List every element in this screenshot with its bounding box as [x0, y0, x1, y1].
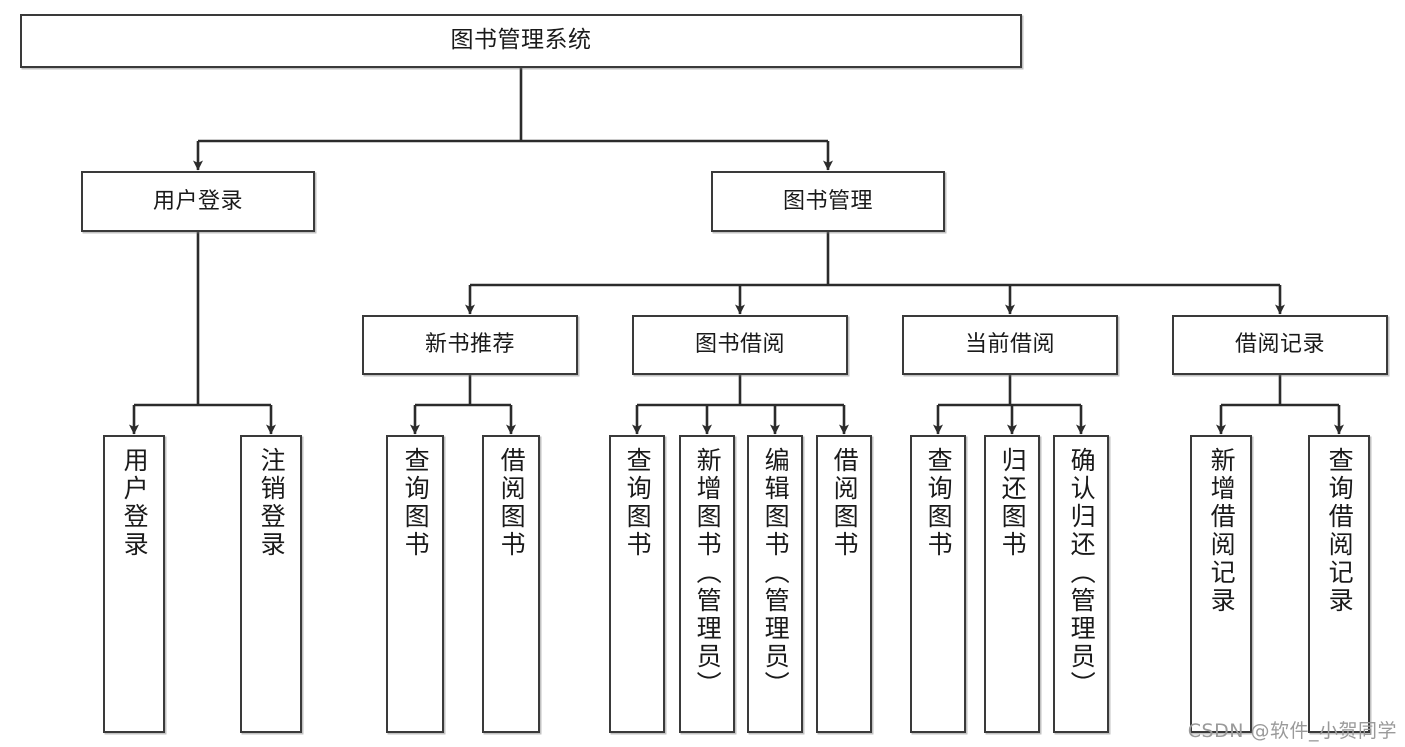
node-label: 新书推荐 — [424, 332, 515, 358]
node-l-return[interactable]: 归还图书 — [984, 435, 1040, 733]
node-label: 图书借阅 — [694, 332, 785, 358]
node-label: 新增借阅记录 — [1207, 447, 1237, 615]
node-label: 确认归还（管理员） — [1067, 447, 1097, 699]
node-borrow[interactable]: 图书借阅 — [632, 315, 848, 375]
node-records[interactable]: 借阅记录 — [1172, 315, 1388, 375]
node-l-login[interactable]: 用户登录 — [103, 435, 165, 733]
node-label: 编辑图书（管理员） — [761, 447, 791, 699]
node-label: 当前借阅 — [964, 332, 1055, 358]
node-newbook[interactable]: 新书推荐 — [362, 315, 578, 375]
node-l-queryrec[interactable]: 查询借阅记录 — [1308, 435, 1370, 733]
node-label: 借阅图书 — [830, 447, 860, 559]
node-label: 用户登录 — [120, 447, 150, 559]
node-l-borrow1[interactable]: 借阅图书 — [482, 435, 540, 733]
node-l-edit[interactable]: 编辑图书（管理员） — [747, 435, 803, 733]
node-label: 查询图书 — [623, 447, 653, 559]
node-label: 查询图书 — [401, 447, 431, 559]
node-login[interactable]: 用户登录 — [81, 171, 315, 232]
node-l-borrow2[interactable]: 借阅图书 — [816, 435, 872, 733]
node-l-logout[interactable]: 注销登录 — [240, 435, 302, 733]
node-l-query1[interactable]: 查询图书 — [386, 435, 444, 733]
node-label: 借阅记录 — [1234, 332, 1325, 358]
node-label: 查询图书 — [924, 447, 954, 559]
node-label: 图书管理系统 — [450, 27, 592, 54]
node-l-query3[interactable]: 查询图书 — [910, 435, 966, 733]
csdn-watermark: CSDN @软件_小贺同学 — [1187, 720, 1397, 742]
node-label: 用户登录 — [152, 188, 243, 214]
node-root[interactable]: 图书管理系统 — [20, 14, 1022, 68]
node-l-confirm[interactable]: 确认归还（管理员） — [1053, 435, 1109, 733]
node-l-add[interactable]: 新增图书（管理员） — [679, 435, 735, 733]
node-label: 借阅图书 — [497, 447, 527, 559]
node-current[interactable]: 当前借阅 — [902, 315, 1118, 375]
node-l-query2[interactable]: 查询图书 — [609, 435, 665, 733]
node-l-addrec[interactable]: 新增借阅记录 — [1190, 435, 1252, 733]
node-label: 归还图书 — [998, 447, 1028, 559]
node-label: 查询借阅记录 — [1325, 447, 1355, 615]
node-label: 注销登录 — [257, 447, 287, 559]
node-label: 新增图书（管理员） — [693, 447, 723, 699]
node-bookmgr[interactable]: 图书管理 — [711, 171, 945, 232]
node-label: 图书管理 — [782, 188, 873, 214]
